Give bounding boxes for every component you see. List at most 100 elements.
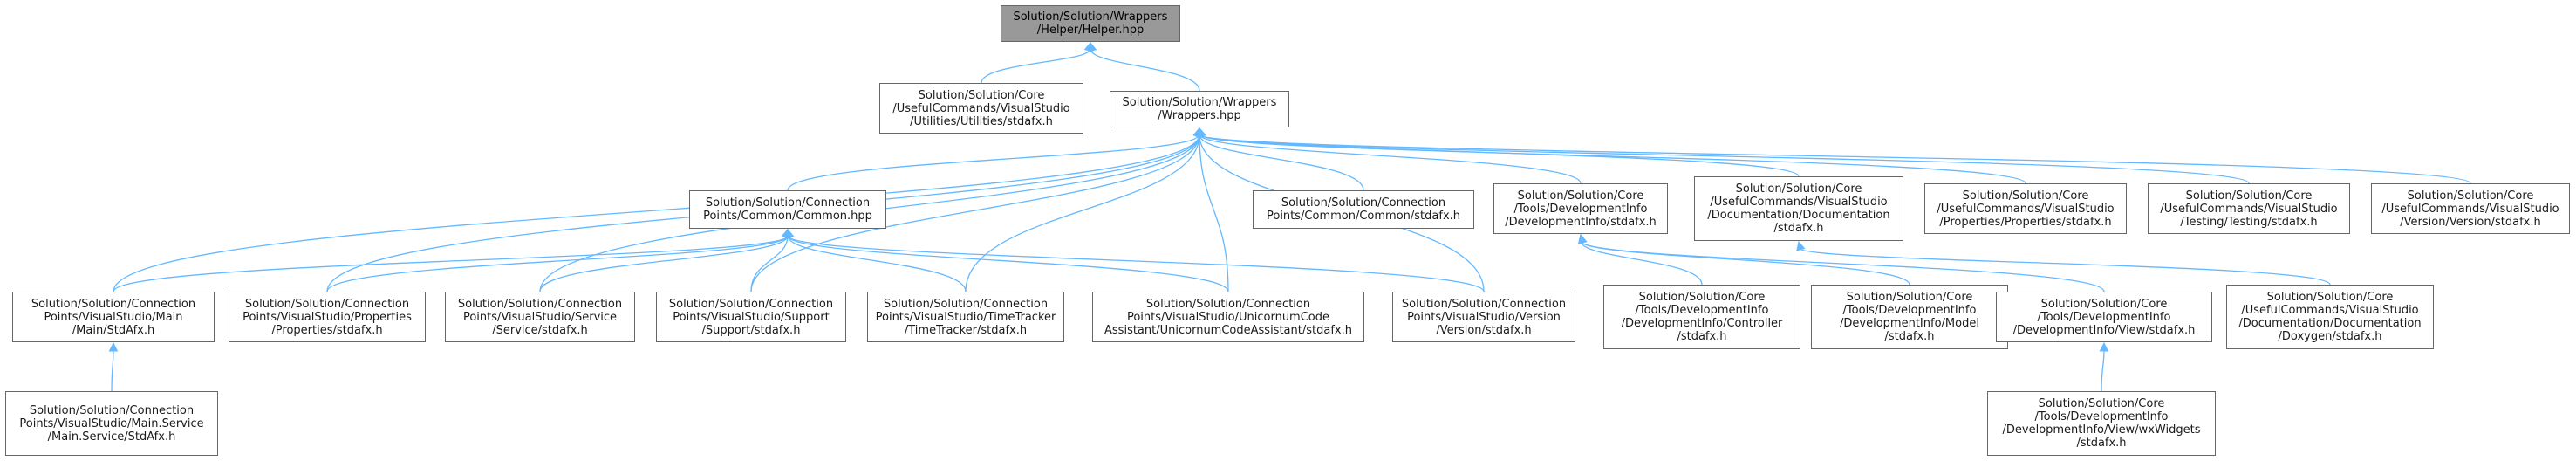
edge-helper-wrappers: [1090, 48, 1200, 92]
node-label-line: /DevelopmentInfo/Model: [1840, 317, 1979, 330]
node-label-line: Points/VisualStudio/Properties: [243, 310, 412, 324]
node-label-line: /Support/stdafx.h: [701, 323, 801, 337]
node-label-line: /Documentation/Documentation: [2238, 317, 2422, 330]
edge-wrappers-unicornum: [1199, 134, 1229, 292]
edge-wrappers-support: [750, 134, 1200, 292]
edge-wrappers-common_stdafx: [1199, 134, 1364, 191]
node-label-line: /Doxygen/stdafx.h: [2278, 330, 2382, 343]
edge-wrappers-testing: [1199, 134, 2250, 184]
arrowhead-helper-wrappers: [1087, 41, 1097, 52]
node-utilities-stdafx[interactable]: Solution/Solution/Core/UsefulCommands/Vi…: [879, 83, 1083, 134]
node-label-line: /stdafx.h: [1773, 222, 1824, 235]
node-controller-stdafx[interactable]: Solution/Solution/Core/Tools/Development…: [1603, 285, 1800, 349]
node-label-line: /UsefulCommands/VisualStudio: [2241, 304, 2419, 317]
node-label-line: Solution/Solution/Core: [2040, 297, 2168, 311]
arrowhead-documentation-doxygen: [1796, 240, 1806, 251]
node-label-line: Assistant/UnicornumCodeAssistant/stdafx.…: [1104, 323, 1352, 337]
node-label-line: /Tools/DevelopmentInfo: [1513, 202, 1648, 216]
edge-common_hpp-main: [113, 235, 789, 292]
node-label-line: /DevelopmentInfo/View/wxWidgets: [2002, 423, 2201, 437]
node-label-line: /Tools/DevelopmentInfo: [1635, 304, 1769, 317]
node-label-line: Points/VisualStudio/Support: [673, 310, 830, 324]
edge-main-mainservice: [111, 348, 114, 392]
node-label-line: /Service/stdafx.h: [492, 323, 588, 337]
node-core-properties-stdafx[interactable]: Solution/Solution/Core/UsefulCommands/Vi…: [1924, 183, 2127, 234]
node-label-line: Solution/Solution/Connection: [29, 403, 195, 417]
node-label-line: /DevelopmentInfo/stdafx.h: [1505, 215, 1657, 229]
edge-devinfo-controller: [1580, 240, 1703, 286]
edge-wrappers-devinfo: [1199, 134, 1582, 184]
node-testing-stdafx[interactable]: Solution/Solution/Core/UsefulCommands/Vi…: [2148, 183, 2350, 234]
arrowhead-view-wxwidgets: [2099, 341, 2109, 352]
node-label-line: /UsefulCommands/VisualStudio: [2381, 202, 2559, 216]
node-label-line: Solution/Solution/Core: [1962, 189, 2089, 203]
node-label-line: /Helper/Helper.hpp: [1036, 24, 1145, 37]
node-model-stdafx[interactable]: Solution/Solution/Core/Tools/Development…: [1811, 285, 2008, 349]
node-doxygen-stdafx[interactable]: Solution/Solution/Core/UsefulCommands/Vi…: [2226, 285, 2434, 349]
node-label-line: /DevelopmentInfo/View/stdafx.h: [2012, 323, 2196, 337]
node-label-line: Points/VisualStudio/UnicornumCode: [1126, 310, 1330, 324]
node-label-line: Solution/Solution/Connection: [668, 297, 834, 311]
node-view-stdafx[interactable]: Solution/Solution/Core/Tools/Development…: [1996, 292, 2212, 342]
node-label-line: Solution/Solution/Connection: [31, 297, 196, 311]
edge-common_hpp-version_cp: [787, 235, 1485, 292]
node-label-line: Solution/Solution/Connection: [244, 297, 410, 311]
node-label-line: /Version/Version/stdafx.h: [2400, 215, 2541, 229]
node-label-line: /DevelopmentInfo/Controller: [1621, 317, 1783, 330]
node-label-line: /UsefulCommands/VisualStudio: [1937, 202, 2115, 216]
node-label-line: /Utilities/Utilities/stdafx.h: [910, 114, 1053, 128]
arrowhead-main-mainservice: [108, 341, 119, 352]
node-label-line: Solution/Solution/Connection: [1281, 196, 1446, 210]
arrowhead-common_hpp-version_cp: [785, 228, 795, 239]
edge-devinfo-view: [1580, 240, 2105, 292]
arrowhead-wrappers-version_cp: [1196, 127, 1206, 138]
edge-common_hpp-timetracker: [787, 235, 967, 292]
node-wrappers-hpp[interactable]: Solution/Solution/Wrappers/Wrappers.hpp: [1110, 91, 1289, 127]
node-developmentinfo-stdafx[interactable]: Solution/Solution/Core/Tools/Development…: [1493, 183, 1668, 234]
node-label-line: Points/VisualStudio/Main.Service: [19, 416, 204, 430]
node-label-line: /Documentation/Documentation: [1707, 209, 1890, 222]
node-label-line: /Wrappers.hpp: [1158, 109, 1241, 122]
edge-wrappers-timetracker: [965, 134, 1200, 292]
node-label-line: Points/VisualStudio/Version: [1407, 310, 1561, 324]
node-label-line: Solution/Solution/Core: [2185, 189, 2313, 203]
node-helper-hpp[interactable]: Solution/Solution/Wrappers/Helper/Helper…: [1001, 5, 1180, 42]
edge-view-wxwidgets: [2101, 348, 2105, 392]
node-label-line: Points/VisualStudio/Service: [462, 310, 618, 324]
node-label-line: /Version/stdafx.h: [1436, 323, 1532, 337]
node-label-line: Points/VisualStudio/Main: [44, 310, 183, 324]
edge-common_hpp-properties_cp: [326, 235, 789, 292]
node-label-line: /stdafx.h: [2076, 437, 2127, 450]
node-label-line: /UsefulCommands/VisualStudio: [2160, 202, 2338, 216]
node-core-version-stdafx[interactable]: Solution/Solution/Core/UsefulCommands/Vi…: [2371, 183, 2570, 234]
node-label-line: Points/VisualStudio/TimeTracker: [875, 310, 1056, 324]
node-label-line: Solution/Solution/Core: [918, 88, 1045, 102]
edge-wrappers-main: [113, 134, 1200, 292]
node-label-line: Points/Common/Common.hpp: [703, 210, 872, 223]
node-label-line: /Tools/DevelopmentInfo: [2037, 310, 2171, 324]
node-label-line: Solution/Solution/Connection: [457, 297, 623, 311]
node-label-line: Points/Common/Common/stdafx.h: [1266, 210, 1461, 223]
node-label-line: /stdafx.h: [1884, 330, 1935, 343]
node-wxwidgets-stdafx[interactable]: Solution/Solution/Core/Tools/Development…: [1987, 391, 2216, 456]
node-label-line: /Tools/DevelopmentInfo: [1842, 304, 1977, 317]
edge-devinfo-model: [1580, 240, 1910, 286]
node-documentation-stdafx[interactable]: Solution/Solution/Core/UsefulCommands/Vi…: [1694, 176, 1903, 241]
node-label-line: Solution/Solution/Connection: [883, 297, 1049, 311]
node-label-line: /Properties/stdafx.h: [271, 323, 383, 337]
node-label-line: Solution/Solution/Core: [1735, 182, 1862, 196]
node-label-line: /Properties/Properties/stdafx.h: [1939, 215, 2112, 229]
node-label-line: /Main/StdAfx.h: [72, 323, 155, 337]
